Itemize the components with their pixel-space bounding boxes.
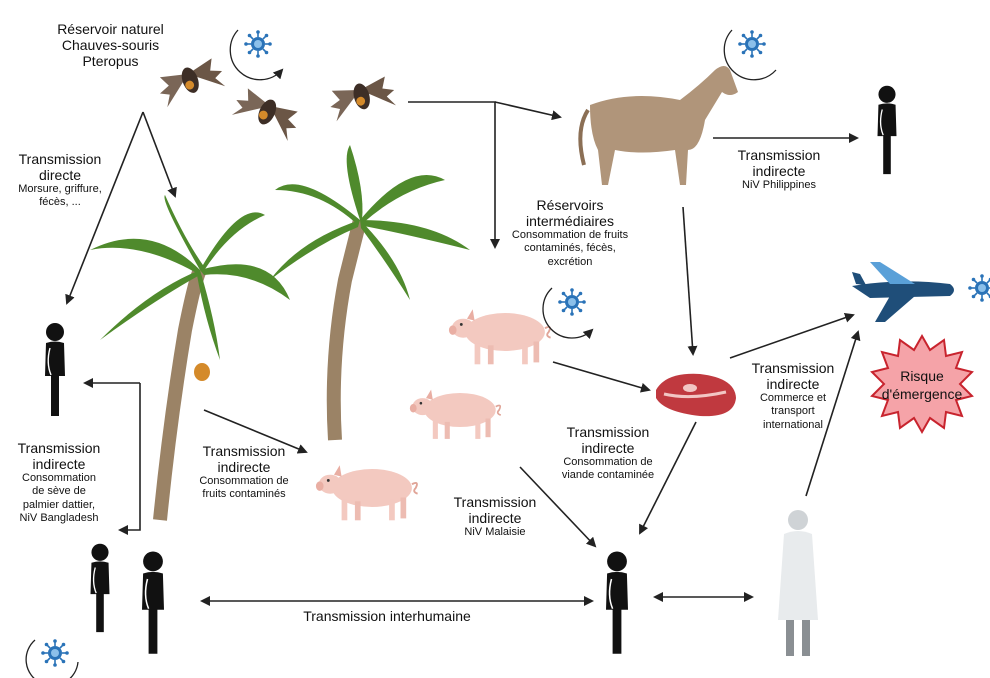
emergence-risk-label: Risque d'émergence bbox=[872, 368, 972, 403]
philippines-transmission-label: Transmission indirecte NiV Philippines bbox=[724, 147, 834, 192]
pig-icon bbox=[316, 309, 551, 520]
human-to-human-label: Transmission interhumaine bbox=[282, 608, 492, 624]
airplane-icon bbox=[852, 262, 954, 322]
health-worker-icon bbox=[778, 510, 818, 656]
trade-transmission-label: Transmission indirecte Commerce et trans… bbox=[738, 360, 848, 432]
malaysia-transmission-label: Transmission indirecte NiV Malaisie bbox=[440, 494, 550, 539]
horse-icon bbox=[580, 66, 738, 185]
fruit-transmission-label: Transmission indirecte Consommation de f… bbox=[188, 443, 300, 502]
meat-icon bbox=[656, 374, 736, 416]
bat-icon bbox=[155, 57, 398, 142]
direct-transmission-label: Transmission directe Morsure, griffure, … bbox=[4, 151, 116, 210]
natural-reservoir-label: Réservoir naturel Chauves-souris Pteropu… bbox=[38, 21, 183, 69]
bangladesh-transmission-label: Transmission indirecte Consommation de s… bbox=[4, 440, 114, 525]
intermediate-reservoirs-label: Réservoirs intermédiaires Consommation d… bbox=[505, 197, 635, 269]
meat-transmission-label: Transmission indirecte Consommation de v… bbox=[552, 424, 664, 483]
